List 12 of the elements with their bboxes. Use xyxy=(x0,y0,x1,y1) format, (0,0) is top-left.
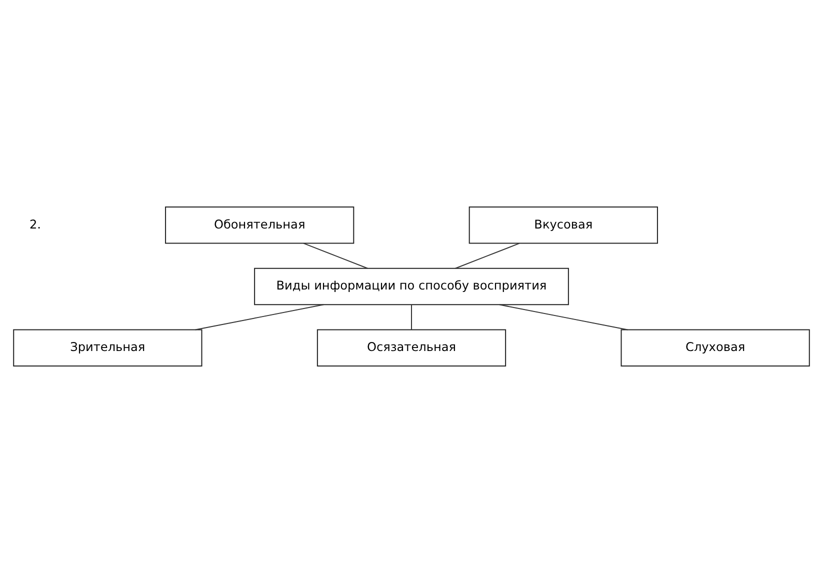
connector xyxy=(411,304,412,330)
node-box: Обонятельная xyxy=(165,206,354,244)
connector xyxy=(195,304,324,330)
connector xyxy=(455,242,520,269)
node-box: Вкусовая xyxy=(468,206,658,244)
node-box: Зрительная xyxy=(13,329,202,366)
label: 2. xyxy=(29,217,42,232)
node-box: Виды информации по способу восприятия xyxy=(254,268,569,306)
node-box: Слуховая xyxy=(620,329,810,366)
node-box: Осязательная xyxy=(316,329,506,366)
connector xyxy=(303,242,368,269)
connector xyxy=(499,304,628,330)
